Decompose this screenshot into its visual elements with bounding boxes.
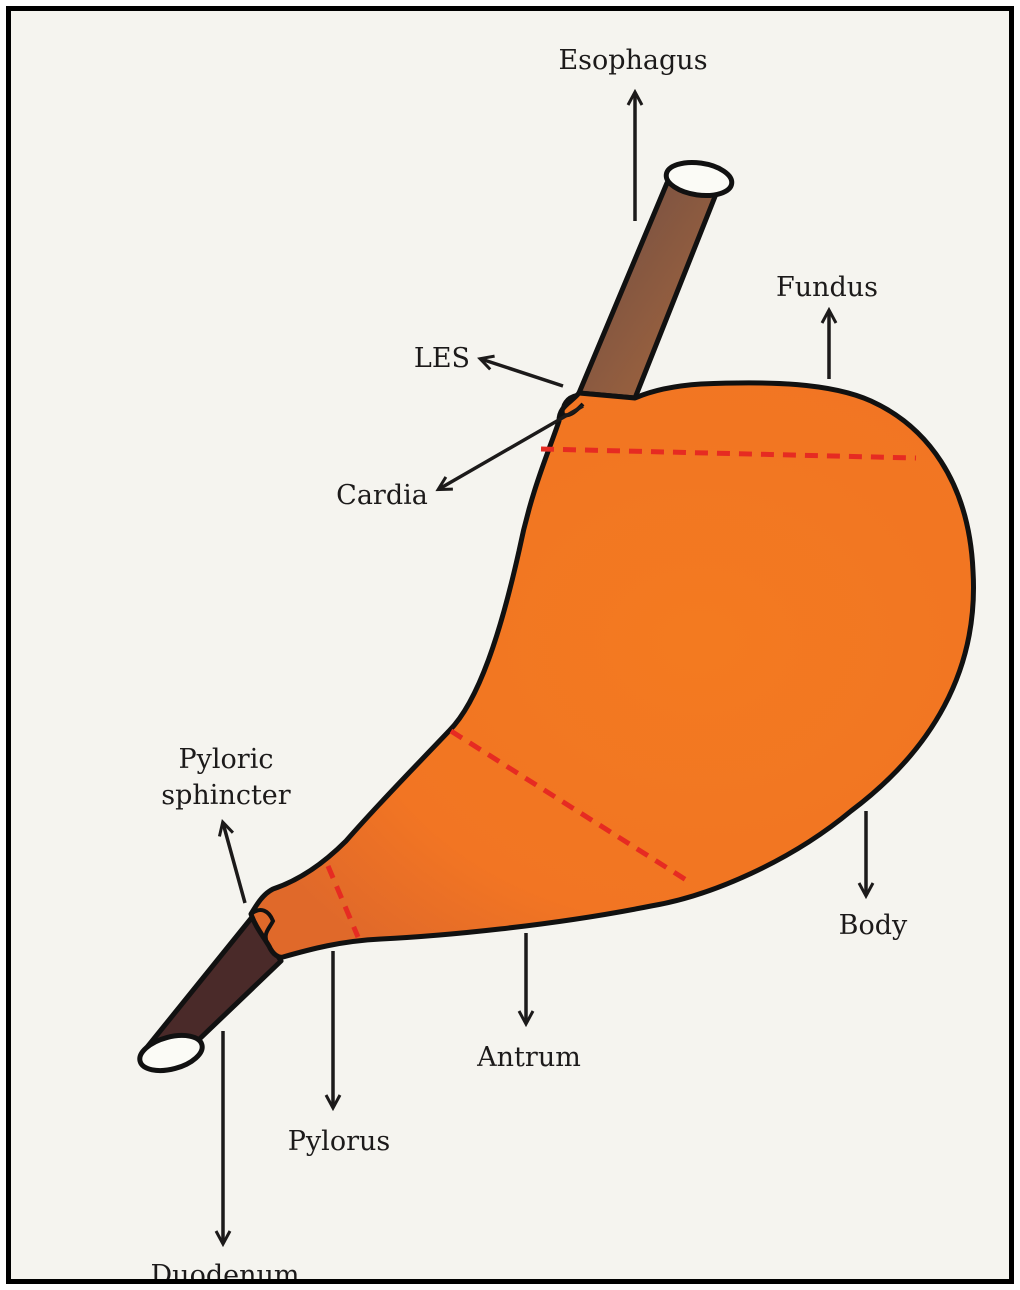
pyloric-label-line1: Pyloric [179,744,274,775]
pyloric-label-line2: sphincter [161,780,291,811]
antrum-label: Antrum [476,1042,581,1073]
pylorus-label: Pylorus [288,1126,390,1157]
body-label: Body [839,910,908,941]
fundus-label: Fundus [776,272,878,303]
duodenum-label: Duodenum [151,1260,300,1284]
cardia-label: Cardia [336,480,428,511]
stomach-diagram: Esophagus Fundus LES Cardia Pyloric sphi… [11,11,1014,1284]
pyloric-sphincter-arrow [223,823,245,903]
esophagus-label: Esophagus [558,45,707,76]
duodenum-tube [136,916,281,1077]
esophagus-tube [579,159,734,398]
les-label: LES [414,343,470,374]
diagram-frame: Esophagus Fundus LES Cardia Pyloric sphi… [6,6,1014,1284]
les-arrow [481,359,563,386]
